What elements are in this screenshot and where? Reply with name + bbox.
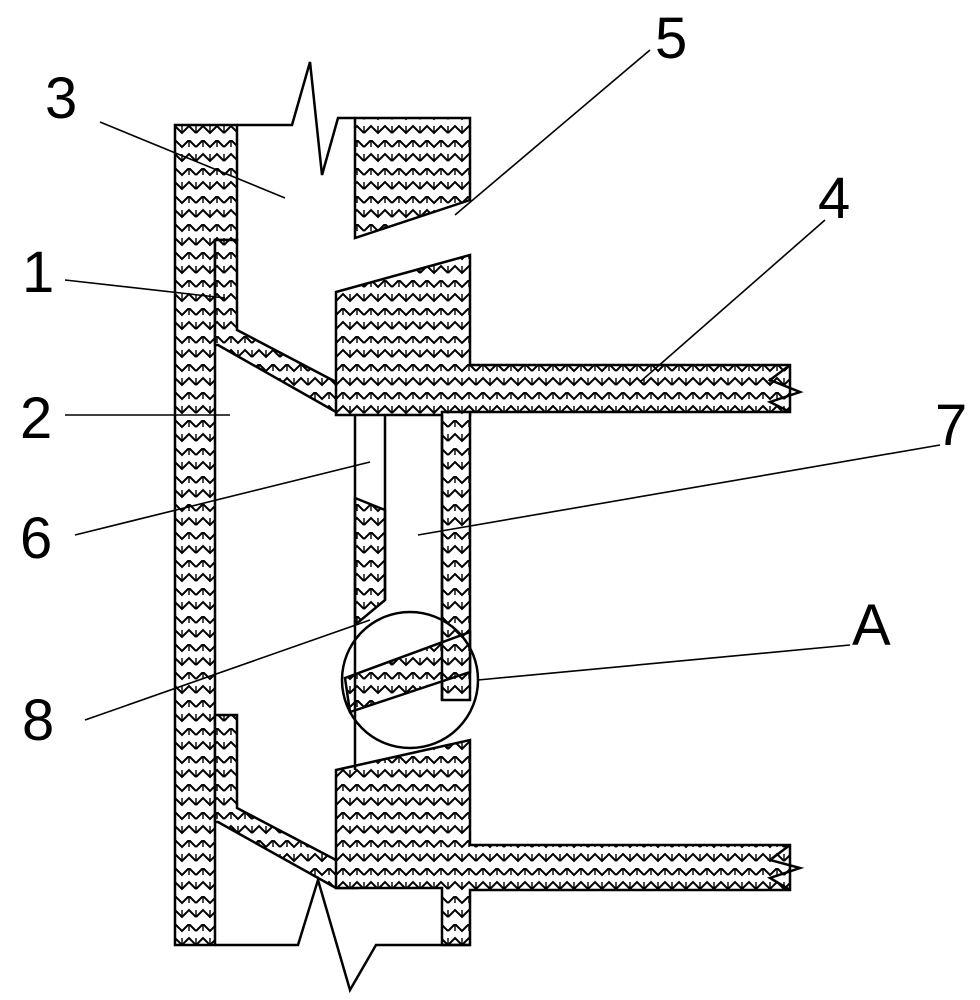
label-2: 2 — [20, 386, 52, 451]
slot-channel — [353, 415, 444, 770]
label-6: 6 — [20, 506, 52, 571]
label-A: A — [852, 593, 891, 658]
right-lower-block — [334, 738, 792, 947]
callout-labels: 3 5 4 1 2 7 6 A 8 — [20, 6, 967, 753]
right-upper-block — [334, 116, 792, 417]
bottom-break-line — [215, 875, 470, 994]
label-7: 7 — [935, 393, 967, 458]
upper-pipe-break — [766, 364, 804, 414]
angled-member — [343, 630, 472, 714]
label-3: 3 — [45, 66, 77, 131]
label-8: 8 — [22, 688, 54, 753]
leader-lines — [64, 49, 941, 721]
slot-left-piece — [353, 496, 387, 628]
top-break-line — [237, 61, 355, 176]
label-4: 4 — [818, 166, 850, 231]
label-5: 5 — [655, 6, 687, 71]
lower-pipe-break — [767, 844, 805, 892]
label-1: 1 — [22, 240, 54, 305]
